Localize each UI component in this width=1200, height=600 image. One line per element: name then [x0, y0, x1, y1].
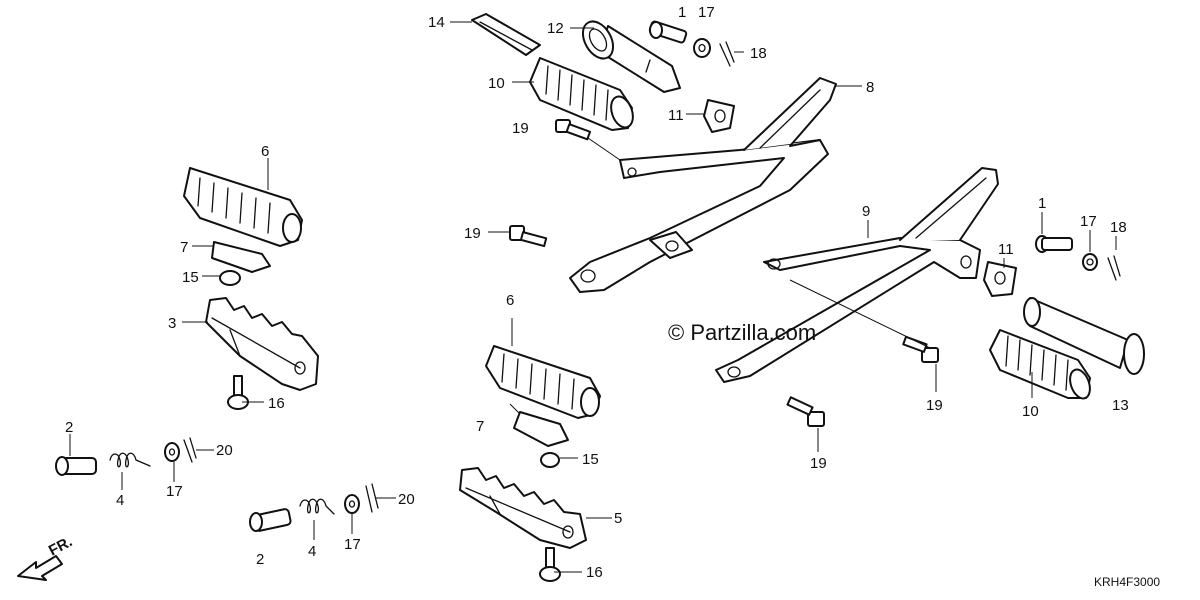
callout-16-center: 16	[586, 564, 603, 581]
part-7-plate-left	[211, 241, 271, 273]
callout-15-center: 15	[582, 451, 599, 468]
callout-4-left: 4	[116, 492, 124, 509]
callout-11-top: 11	[668, 107, 684, 124]
part-1-pin-upper	[648, 20, 688, 44]
part-9-step-bracket	[715, 167, 999, 383]
part-5-step-right	[459, 467, 587, 549]
part-10-footpeg-rubber-upper	[529, 57, 634, 131]
callout-7-left: 7	[180, 239, 188, 256]
part-4-spring-center	[299, 498, 335, 515]
part-17-washer-right	[1082, 253, 1098, 271]
part-18-cotter-upper	[719, 41, 735, 67]
callout-labels: 14 12 1 17 18 10 8 11 19 6 19 7 15 3 16 …	[65, 4, 1129, 581]
callout-18-right: 18	[1110, 219, 1127, 236]
part-13-pin	[1023, 297, 1145, 375]
callout-11-right: 11	[998, 241, 1014, 258]
callout-7-center: 7	[476, 418, 484, 435]
part-15-collar-center	[540, 452, 560, 468]
callout-20-center: 20	[398, 491, 415, 508]
part-3-step-left	[205, 297, 319, 391]
callout-1-top: 1	[678, 4, 686, 21]
front-direction-arrow	[17, 555, 63, 581]
callout-2-center: 2	[256, 551, 264, 568]
callout-17-top: 17	[698, 4, 715, 21]
part-19-bolt-right-b	[786, 396, 825, 427]
callout-13: 13	[1112, 397, 1129, 414]
part-4-spring-left	[109, 452, 151, 468]
callout-9: 9	[862, 203, 870, 220]
callout-2-left: 2	[65, 419, 73, 436]
part-7-plate-center	[513, 411, 569, 447]
part-19-bolt-left	[509, 225, 548, 248]
callout-6-left: 6	[261, 143, 269, 160]
part-15-collar-left	[219, 270, 241, 286]
callout-17-center: 17	[344, 536, 361, 553]
part-6-step-rubber-left	[183, 167, 303, 247]
callout-19-right-b: 19	[810, 455, 827, 472]
callout-4-center: 4	[308, 543, 316, 560]
part-14-rubber-pad	[471, 13, 541, 56]
callout-12: 12	[547, 20, 564, 37]
callout-3: 3	[168, 315, 176, 332]
part-11-plate-upper	[703, 99, 735, 133]
part-10-footpeg-rubber-right	[989, 329, 1091, 400]
callout-17-left: 17	[166, 483, 183, 500]
part-12-pin	[581, 20, 681, 93]
part-20-cotter-center	[365, 483, 379, 513]
part-2-pin-center	[249, 508, 292, 532]
part-6-step-rubber-center	[485, 345, 601, 419]
part-16-bolt-left	[227, 375, 249, 410]
watermark: © Partzilla.com	[668, 320, 816, 345]
direction-label: FR.	[46, 533, 75, 559]
callout-18-top: 18	[750, 45, 767, 62]
callout-20-left: 20	[216, 442, 233, 459]
part-18-cotter-right	[1107, 255, 1121, 281]
part-8-step-bracket	[569, 77, 837, 293]
part-1-pin-right	[1035, 235, 1073, 253]
callout-6-center: 6	[506, 292, 514, 309]
callout-19-left: 19	[464, 225, 481, 242]
callout-14: 14	[428, 14, 445, 31]
callout-17-right: 17	[1080, 213, 1097, 230]
callout-10-top: 10	[488, 75, 505, 92]
part-16-bolt-center	[539, 547, 561, 582]
callout-10-right: 10	[1022, 403, 1039, 420]
part-19-bolt-right-a	[902, 335, 939, 363]
callout-19-upper: 19	[512, 120, 529, 137]
callout-16-left: 16	[268, 395, 285, 412]
callout-19-right-a: 19	[926, 397, 943, 414]
part-17-washer-left	[164, 442, 180, 462]
leader-lines	[69, 21, 1117, 573]
part-19-bolt-upper	[555, 119, 592, 141]
part-11-plate-right	[983, 261, 1017, 297]
figure-code: KRH4F3000	[1094, 575, 1160, 589]
callout-1-right: 1	[1038, 195, 1046, 212]
callout-5: 5	[614, 510, 622, 527]
part-17-washer-center	[344, 494, 360, 514]
part-2-pin-left	[55, 456, 97, 476]
callout-15-left: 15	[182, 269, 199, 286]
part-17-washer-upper	[693, 38, 711, 58]
callout-8: 8	[866, 79, 874, 96]
part-20-cotter-left	[183, 437, 197, 463]
